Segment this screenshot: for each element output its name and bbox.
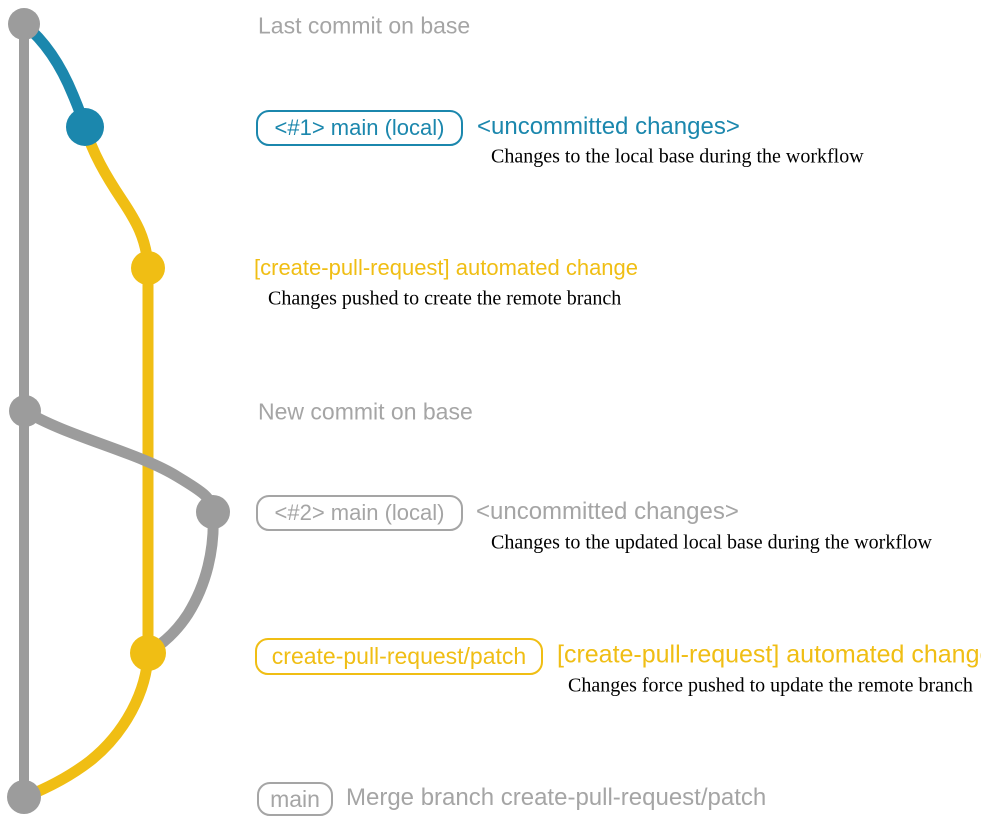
updated-local-branch-line [19,405,219,657]
automated-change-heading-1: [create-pull-request] automated change [254,255,639,280]
uncommitted-changes-description-1: Changes to the local base during the wor… [491,145,864,168]
commit-label-last-commit-on-base: Last commit on base [258,12,471,39]
patch-branch-line [19,121,154,803]
commit-node-patch-2 [130,635,166,671]
branch-badge-main-local-1: <#1> main (local) [256,110,463,146]
commit-node-new-base [9,395,41,427]
commit-node-local-1 [66,108,104,146]
branch-badge-main-label: main [270,785,320,812]
commit-node-merge [7,780,41,814]
branch-badge-main-local-2: <#2> main (local) [256,495,463,531]
commit-node-patch-1 [131,251,165,285]
automated-change-description-1: Changes pushed to create the remote bran… [268,287,622,310]
uncommitted-changes-heading-1: <uncommitted changes> [477,113,740,140]
branch-badge-create-pull-request-patch: create-pull-request/patch [255,638,543,675]
commit-node-local-2 [196,495,230,529]
uncommitted-changes-description-2: Changes to the updated local base during… [491,531,932,554]
automated-change-description-2: Changes force pushed to update the remot… [568,674,973,697]
branch-badge-main-local-2-label: <#2> main (local) [274,500,445,525]
uncommitted-changes-heading-2: <uncommitted changes> [476,498,739,525]
merge-commit-message: Merge branch create-pull-request/patch [346,784,767,811]
branch-badge-main-local-1-label: <#1> main (local) [274,115,445,140]
branch-badge-create-pull-request-patch-label: create-pull-request/patch [271,643,527,669]
automated-change-heading-2: [create-pull-request] automated change [557,640,981,669]
branch-badge-main: main [257,782,333,816]
commit-label-new-commit-on-base: New commit on base [258,398,473,425]
commit-node-last-base [8,8,40,40]
